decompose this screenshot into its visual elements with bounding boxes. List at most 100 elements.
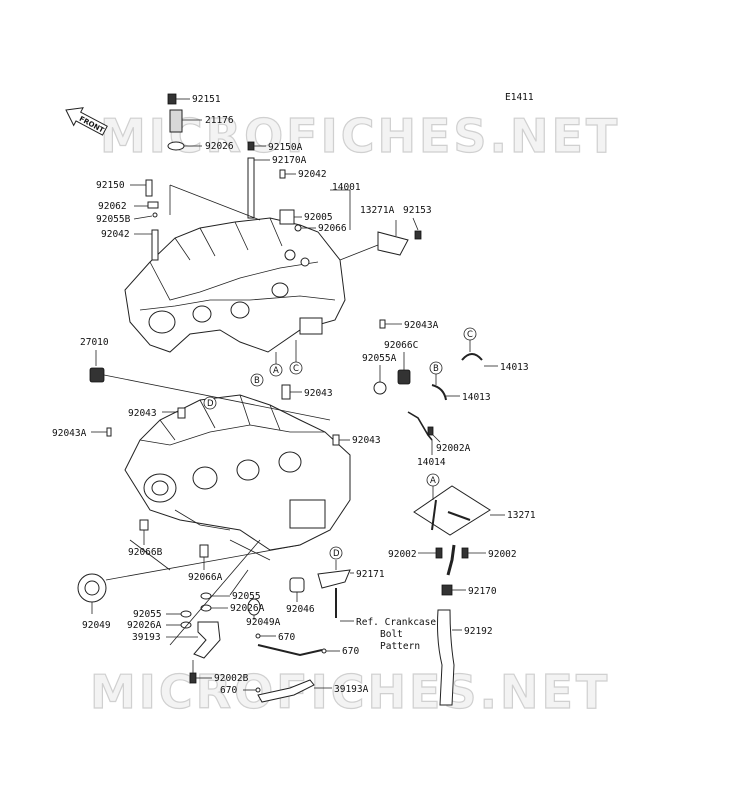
callout-c2: C bbox=[463, 327, 477, 352]
label-39193: 39193 bbox=[132, 632, 161, 643]
label-92002A: 92002A bbox=[436, 443, 471, 454]
label-92043A-right: 92043A bbox=[404, 320, 439, 331]
plug-27010-icon bbox=[89, 367, 105, 383]
bracket-92171-icon bbox=[317, 569, 351, 589]
label-92043-mid: 92043 bbox=[304, 388, 333, 399]
stud-92042-left-icon bbox=[151, 229, 159, 261]
label-92002-l: 92002 bbox=[388, 549, 417, 560]
upper-crankcase bbox=[124, 217, 346, 353]
oring-92066A-icon bbox=[199, 544, 209, 558]
ring-670-b-icon bbox=[321, 648, 327, 654]
bolt-92002-r-icon bbox=[461, 547, 469, 559]
label-670-b: 670 bbox=[342, 646, 359, 657]
bolt-92150A-icon bbox=[247, 141, 255, 151]
oring-92026A-a-icon bbox=[200, 604, 212, 612]
label-92066A: 92066A bbox=[188, 572, 223, 583]
callout-a2: A bbox=[426, 473, 440, 500]
bolt-92153-icon bbox=[414, 230, 422, 240]
hose-92192-icon bbox=[437, 609, 455, 706]
label-13271A: 13271A bbox=[360, 205, 395, 216]
label-92002B: 92002B bbox=[214, 673, 249, 684]
label-92026A-b: 92026A bbox=[127, 620, 162, 631]
label-92046: 92046 bbox=[286, 604, 315, 615]
svg-text:C: C bbox=[293, 364, 299, 374]
pipe-39193A-icon bbox=[257, 679, 315, 703]
ref-note-line2: Bolt bbox=[380, 629, 403, 640]
watermark-bottom: MICROFICHES.NET bbox=[90, 665, 610, 719]
label-92150: 92150 bbox=[96, 180, 125, 191]
hose-upper-icon bbox=[446, 544, 456, 576]
label-39193A: 39193A bbox=[334, 684, 369, 695]
pipe-39193-icon bbox=[193, 621, 221, 659]
label-670-c: 670 bbox=[220, 685, 237, 696]
label-92005: 92005 bbox=[304, 212, 333, 223]
bolt-92151-icon bbox=[167, 93, 177, 105]
sensor-21176-icon bbox=[169, 109, 183, 133]
stud-92170A-icon bbox=[247, 157, 255, 219]
plug-92066C-icon bbox=[397, 369, 411, 385]
ref-note-line1: Ref. Crankcase bbox=[356, 617, 436, 628]
oring-92055-a-icon bbox=[200, 592, 212, 600]
label-92043A-left: 92043A bbox=[52, 428, 87, 439]
svg-text:D: D bbox=[333, 549, 340, 559]
pin-92043A-left-icon bbox=[106, 427, 112, 437]
callout-b2: B bbox=[429, 361, 443, 385]
label-92049: 92049 bbox=[82, 620, 111, 631]
label-92042-top: 92042 bbox=[298, 169, 327, 180]
ring-670-a-icon bbox=[255, 633, 261, 639]
label-92055A: 92055A bbox=[362, 353, 397, 364]
pin-92043A-right-icon bbox=[379, 319, 386, 329]
ring-670-c-icon bbox=[255, 687, 261, 693]
dowel-92005-icon bbox=[279, 209, 295, 225]
pipe-upper-icon bbox=[257, 644, 323, 657]
oring-92066B-icon bbox=[139, 519, 149, 531]
svg-text:A: A bbox=[273, 366, 279, 376]
oring-92026A-b-icon bbox=[180, 621, 192, 629]
label-92055-b: 92055 bbox=[133, 609, 162, 620]
clamp-92170-icon bbox=[441, 584, 453, 596]
label-92171: 92171 bbox=[356, 569, 385, 580]
washer-92062-icon bbox=[147, 201, 159, 209]
label-21176: 21176 bbox=[205, 115, 234, 126]
label-14014: 14014 bbox=[417, 457, 446, 468]
pin-92043-left-icon bbox=[177, 407, 186, 419]
label-92055-a: 92055 bbox=[232, 591, 261, 602]
label-14013-b: 14013 bbox=[462, 392, 491, 403]
oring-92055-b-icon bbox=[180, 610, 192, 618]
label-92192: 92192 bbox=[464, 626, 493, 637]
pin-92042-top-icon bbox=[279, 169, 286, 179]
bearing-92046-icon bbox=[289, 577, 305, 593]
bearing-14013-b-icon bbox=[431, 384, 447, 401]
lower-crankcase bbox=[124, 394, 351, 551]
label-92055B: 92055B bbox=[96, 214, 131, 225]
callout-d1: D bbox=[203, 396, 217, 410]
label-92066C: 92066C bbox=[384, 340, 418, 351]
callout-c1: C bbox=[289, 340, 303, 375]
svg-text:C: C bbox=[467, 330, 473, 340]
label-27010: 27010 bbox=[80, 337, 109, 348]
ref-note-line3: Pattern bbox=[380, 641, 420, 652]
watermark-top: MICROFICHES.NET bbox=[100, 109, 620, 163]
svg-text:B: B bbox=[433, 364, 439, 374]
bolt-92002-l-icon bbox=[435, 547, 443, 559]
pipe-14014-icon bbox=[407, 411, 433, 441]
bolt-92002A-icon bbox=[427, 426, 434, 436]
label-92043-left: 92043 bbox=[128, 408, 157, 419]
label-13271: 13271 bbox=[507, 510, 536, 521]
callout-a1: A bbox=[269, 352, 283, 377]
label-92026A-a: 92026A bbox=[230, 603, 265, 614]
label-14013-a: 14013 bbox=[500, 362, 529, 373]
oring-92026-icon bbox=[167, 141, 185, 151]
ring-92055B-icon bbox=[152, 212, 158, 218]
label-92026: 92026 bbox=[205, 141, 234, 152]
label-92049A: 92049A bbox=[246, 617, 281, 628]
diagram-code: E1411 bbox=[505, 92, 534, 103]
oring-92066-icon bbox=[294, 224, 302, 232]
label-670-a: 670 bbox=[278, 632, 295, 643]
label-92066: 92066 bbox=[318, 223, 347, 234]
label-92043-right: 92043 bbox=[352, 435, 381, 446]
label-92042-left: 92042 bbox=[101, 229, 130, 240]
bolt-92002B-icon bbox=[189, 672, 197, 684]
bearing-14013-a-icon bbox=[461, 353, 483, 361]
